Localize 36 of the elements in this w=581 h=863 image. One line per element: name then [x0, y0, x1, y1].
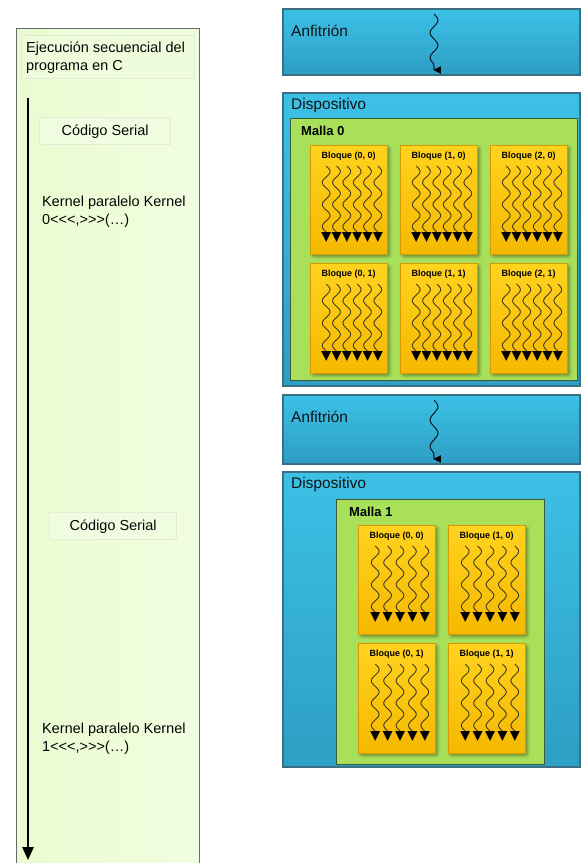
kernel-call-text: Kernel paralelo Kernel 0<<<,>>>(…): [42, 193, 186, 229]
grid-panel: [336, 499, 545, 765]
block-card: [400, 145, 478, 255]
band-panel: [282, 394, 581, 465]
code-label: Código Serial: [61, 123, 149, 139]
block-label: Bloque (0, 1): [368, 648, 424, 658]
block-card: [448, 643, 526, 754]
block-card: [490, 263, 568, 374]
program-panel: [16, 28, 200, 863]
block-label: Bloque (0, 1): [320, 268, 376, 278]
block-label: Bloque (1, 0): [458, 530, 514, 540]
block-label: Bloque (2, 0): [500, 150, 556, 160]
grid-label: Malla 1: [349, 504, 392, 519]
band-panel: [282, 8, 581, 76]
band-label: Dispositivo: [291, 475, 366, 493]
block-card: [490, 145, 568, 255]
band-panel: [282, 471, 581, 768]
code-label: Código Serial: [69, 518, 157, 534]
block-card: [310, 263, 388, 374]
block-card: [358, 643, 436, 754]
block-card: [358, 525, 436, 635]
block-label: Bloque (1, 1): [410, 268, 466, 278]
block-label: Bloque (2, 1): [500, 268, 556, 278]
band-label: Anfitrión: [291, 409, 348, 427]
band-label: Anfitrión: [291, 23, 348, 41]
block-card: [310, 145, 388, 255]
block-label: Bloque (0, 0): [368, 530, 424, 540]
panel-heading: Ejecución secuencial del programa en C: [21, 35, 195, 79]
block-label: Bloque (1, 0): [410, 150, 466, 160]
grid-label: Malla 0: [301, 123, 344, 138]
block-label: Bloque (0, 0): [320, 150, 376, 160]
kernel-call-text: Kernel paralelo Kernel 1<<<,>>>(…): [42, 720, 186, 756]
block-card: [448, 525, 526, 635]
band-label: Dispositivo: [291, 96, 366, 114]
block-label: Bloque (1, 1): [458, 648, 514, 658]
block-card: [400, 263, 478, 374]
